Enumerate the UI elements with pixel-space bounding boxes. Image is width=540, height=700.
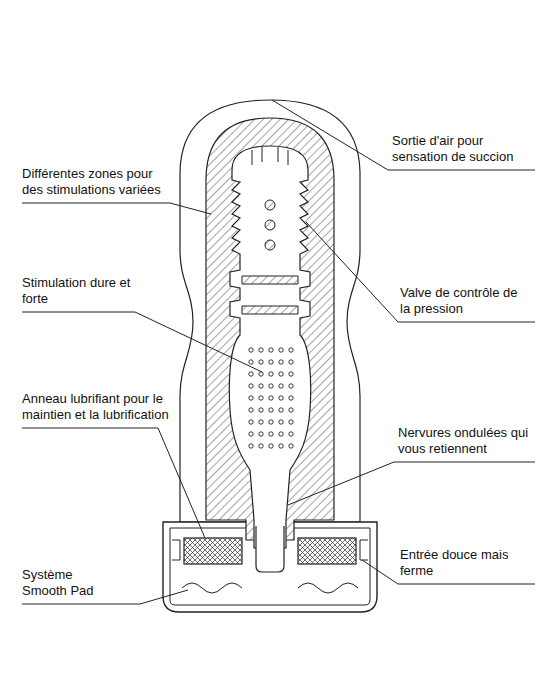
valve-hole (265, 200, 275, 210)
callout-label: Valve de contrôle de la pression (400, 285, 530, 317)
callout-label: Entrée douce mais ferme (400, 547, 510, 579)
callout-label: Stimulation dure et forte (22, 275, 137, 307)
leader-line (272, 100, 535, 170)
leader-line (22, 203, 211, 214)
smooth-pad (182, 583, 358, 593)
valve-hole (265, 220, 275, 230)
pressure-slots (242, 276, 298, 314)
leader-line (22, 312, 262, 372)
callout-label: Anneau lubrifiant pour le maintien et la… (22, 391, 172, 423)
callout-label: Différentes zones pour des stimulations … (22, 166, 162, 198)
inner-cavity (229, 146, 310, 548)
callout-label: Sortie d'air pour sensation de succion (392, 133, 534, 165)
top-slots (252, 147, 288, 165)
nub-field (246, 344, 296, 452)
cap (163, 522, 377, 612)
valve-hole (265, 240, 275, 250)
callout-label: Nervures ondulées qui vous retiennent (398, 425, 534, 457)
lube-ring (298, 538, 356, 564)
lube-ring (184, 538, 242, 564)
leader-line (362, 560, 535, 584)
leader-line (306, 222, 535, 322)
leader-lines (22, 100, 535, 604)
leader-line (22, 428, 205, 538)
entry-opening (256, 526, 284, 572)
callout-label: Système Smooth Pad (22, 567, 112, 599)
leader-line (288, 462, 535, 505)
